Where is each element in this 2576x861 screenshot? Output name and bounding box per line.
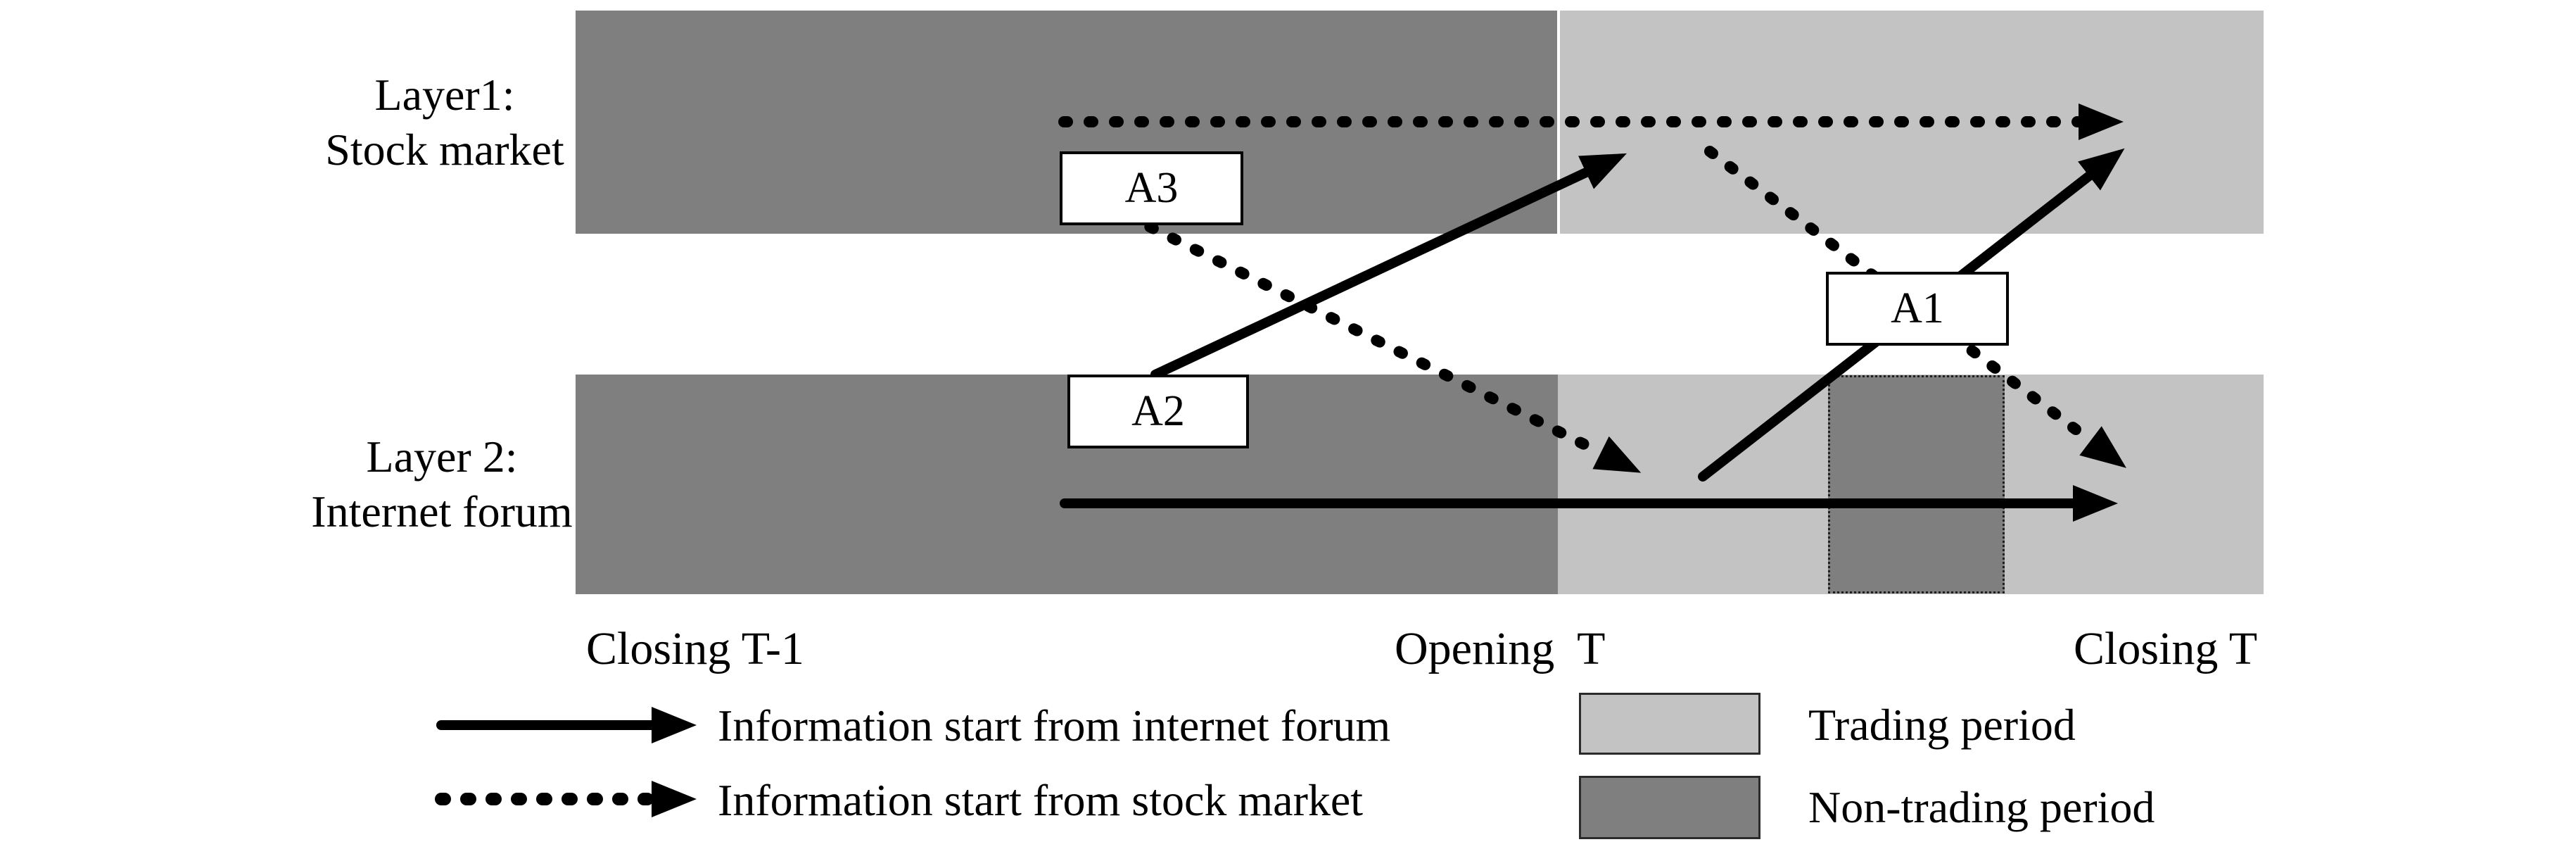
timeline-closing-t: Closing T	[2074, 623, 2258, 674]
a2-label: A2	[1131, 387, 1185, 435]
timeline-closing-t-minus-1: Closing T-1	[586, 623, 804, 674]
timeline-opening-t: Opening T	[1395, 623, 1606, 674]
a1-label: A1	[1891, 284, 1944, 332]
solid-arrow-a2-to-stock-market	[1150, 153, 1627, 379]
legend-solid-arrow-label: Information start from internet forum	[718, 700, 1391, 750]
legend-non-trading-label: Non-trading period	[1808, 782, 2155, 832]
a3-label: A3	[1124, 164, 1179, 212]
a1-annotation-box: A1	[1826, 272, 2009, 346]
layer1-label-line2: Stock market	[325, 125, 564, 175]
dashed-arrow-through-a1-to-internet-forum	[1704, 146, 2126, 468]
a3-annotation-box: A3	[1060, 151, 1243, 225]
layer1-label: Layer1: Stock market	[234, 68, 656, 177]
layer2-intraday-non-trading-block	[1828, 375, 2005, 593]
legend-dashed-arrow-label: Information start from stock market	[718, 775, 1364, 825]
legend-trading-swatch	[1579, 693, 1760, 755]
legend-non-trading-swatch	[1579, 776, 1760, 839]
a2-annotation-box: A2	[1067, 375, 1249, 448]
legend-trading-label: Trading period	[1808, 700, 2076, 750]
layer2-label: Layer 2: Internet forum	[231, 429, 653, 539]
layer2-label-line1: Layer 2:	[366, 432, 518, 482]
layer1-label-line1: Layer1:	[374, 70, 515, 120]
layer2-label-line2: Internet forum	[311, 486, 573, 536]
dashed-arrow-a3-to-internet-forum	[1099, 199, 1642, 473]
layer2-non-trading-band	[576, 375, 1558, 594]
